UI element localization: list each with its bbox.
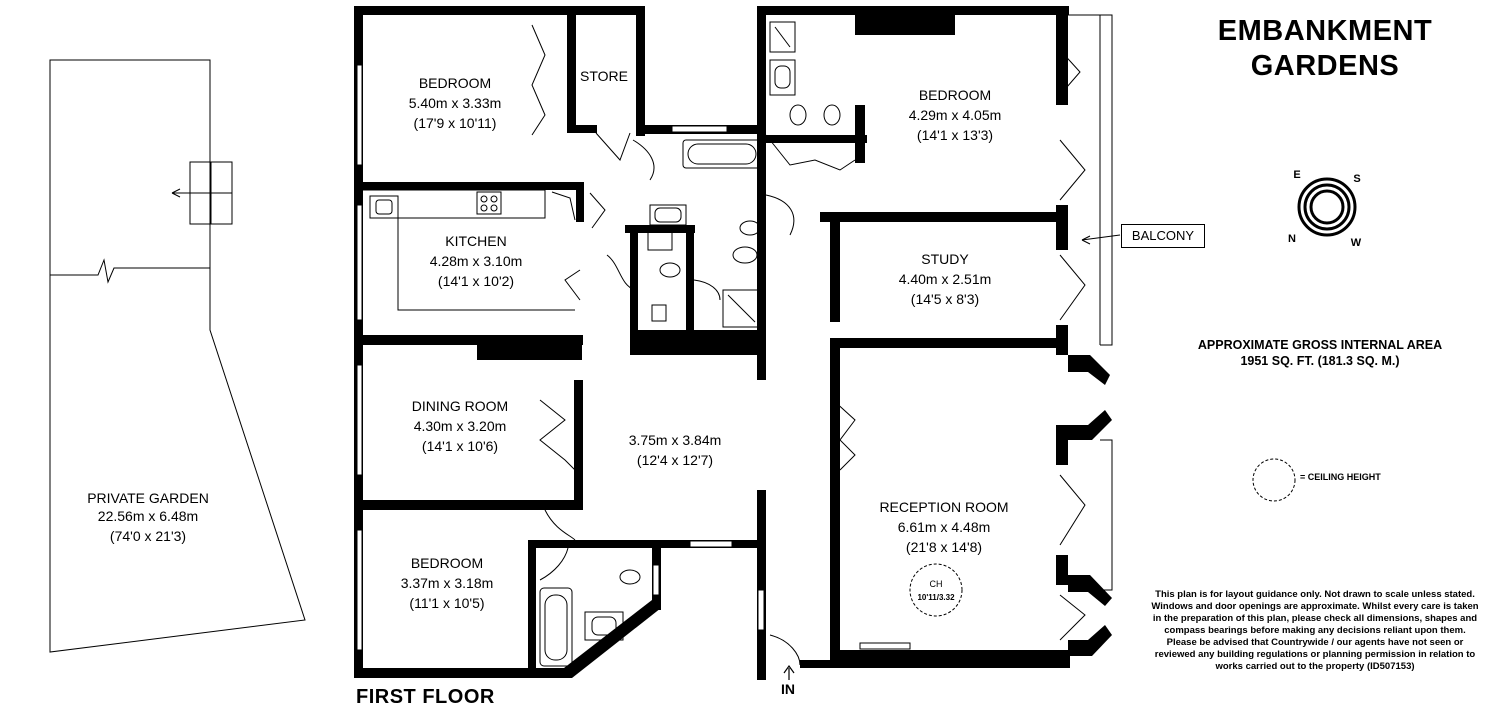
bathroom-fixtures <box>539 21 841 667</box>
bedroom3-imperial: (11'1 x 10'5) <box>409 595 484 611</box>
entrance-arrow-icon <box>783 664 795 680</box>
reception-name: RECEPTION ROOM <box>879 499 1008 515</box>
compass-icon <box>1297 177 1357 237</box>
garden-metric: 22.56m x 6.48m <box>98 508 198 524</box>
kitchen-imperial: (14'1 x 10'2) <box>438 273 514 289</box>
hall-imperial: (12'4 x 12'7) <box>637 452 713 468</box>
bedroom1-imperial: (17'9 x 10'11) <box>414 115 497 131</box>
balcony-label: BALCONY <box>1121 224 1205 248</box>
gross-area-line1: APPROXIMATE GROSS INTERNAL AREA <box>1197 338 1443 352</box>
ceiling-height-markers <box>909 458 1296 617</box>
study-name: STUDY <box>921 251 969 267</box>
compass-east: E <box>1293 169 1300 181</box>
compass-north: N <box>1288 233 1296 245</box>
store-name: STORE <box>580 68 628 84</box>
kitchen-units <box>363 189 575 311</box>
study-imperial: (14'5 x 8'3) <box>911 291 979 307</box>
gross-area: APPROXIMATE GROSS INTERNAL AREA 1951 SQ.… <box>1150 337 1490 369</box>
compass-west: W <box>1351 237 1362 249</box>
garden-name: PRIVATE GARDEN <box>87 490 209 506</box>
title-line1: EMBANKMENT <box>1217 15 1433 47</box>
gross-area-line2: 1951 SQ. FT. (181.3 SQ. M.) <box>1240 354 1400 368</box>
ceiling-marker-value: 10'11/3.32 <box>917 593 955 602</box>
kitchen-metric: 4.28m x 3.10m <box>430 253 523 269</box>
bedroom1-metric: 5.40m x 3.33m <box>409 95 502 111</box>
study-metric: 4.40m x 2.51m <box>899 271 992 287</box>
dining-metric: 4.30m x 3.20m <box>414 418 507 434</box>
room-labels: BEDROOM 5.40m x 3.33m (17'9 x 10'11) STO… <box>87 68 1362 611</box>
reception-metric: 6.61m x 4.48m <box>898 519 991 535</box>
walls <box>354 6 1112 680</box>
disclaimer-text: This plan is for layout guidance only. N… <box>1151 589 1479 672</box>
reception-imperial: (21'8 x 14'8) <box>906 539 982 555</box>
floor-label: FIRST FLOOR <box>356 686 495 708</box>
hall-metric: 3.75m x 3.84m <box>629 432 722 448</box>
bedroom1-name: BEDROOM <box>419 75 491 91</box>
property-title: EMBANKMENT GARDENS <box>1170 14 1480 84</box>
doors <box>531 24 1086 666</box>
bedroom2-metric: 4.29m x 4.05m <box>909 107 1002 123</box>
windows <box>356 64 911 651</box>
ceiling-height-key: = CEILING HEIGHT <box>1300 472 1381 482</box>
balcony-pointer-icon <box>1081 234 1121 245</box>
kitchen-name: KITCHEN <box>445 233 506 249</box>
bedroom2-name: BEDROOM <box>919 87 991 103</box>
balcony <box>1068 14 1113 591</box>
bedroom3-metric: 3.37m x 3.18m <box>401 575 494 591</box>
dining-name: DINING ROOM <box>412 398 508 414</box>
entrance-label: IN <box>781 681 795 697</box>
bedroom3-name: BEDROOM <box>411 555 483 571</box>
garden-imperial: (74'0 x 21'3) <box>110 528 186 544</box>
dining-imperial: (14'1 x 10'6) <box>422 438 498 454</box>
garden-outline <box>49 59 306 653</box>
ceiling-marker-label: CH <box>930 579 943 589</box>
bedroom2-imperial: (14'1 x 13'3) <box>917 127 993 143</box>
title-line2: GARDENS <box>1250 50 1400 82</box>
compass-south: S <box>1353 173 1360 185</box>
